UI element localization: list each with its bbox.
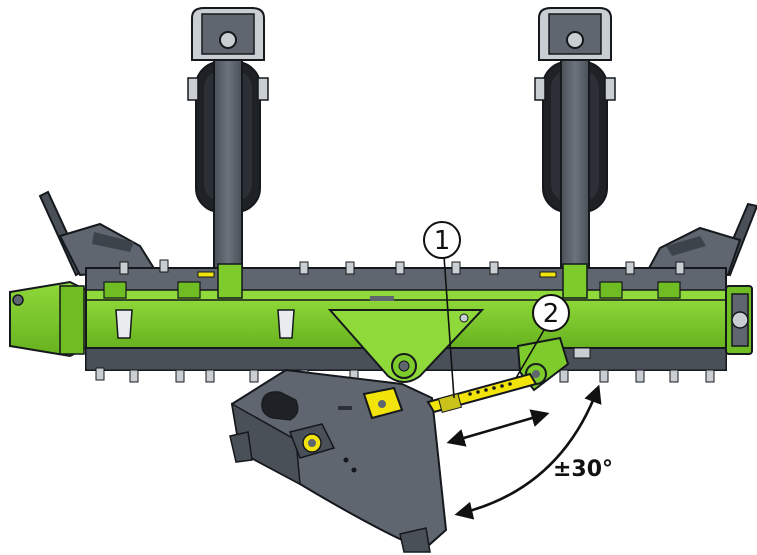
callout-2-label: 2: [543, 299, 560, 329]
swivel-angle-arrow: [454, 384, 602, 520]
callout-1-circle: [423, 221, 461, 259]
left-column-clamp: [217, 263, 243, 299]
left-wheel-hub-icon: [219, 31, 237, 49]
swivel-angle-label: ±30°: [553, 457, 613, 482]
beam-bolts: [95, 367, 715, 383]
left-wheel-assembly: [187, 7, 269, 276]
right-wheel-column: [560, 59, 590, 276]
swivel-headstock: [229, 368, 448, 553]
center-frame-slot: [277, 309, 295, 339]
right-end-hub-icon: [731, 311, 749, 329]
right-column-clamp: [562, 263, 588, 299]
callout-2: 2: [515, 294, 570, 379]
callout-2-leader: [515, 329, 545, 379]
callout-1-leader: [443, 255, 455, 399]
right-wheel-hub-icon: [566, 31, 584, 49]
right-side-deflector: [646, 202, 757, 277]
callout-1: 1: [423, 221, 461, 399]
left-side-deflector: [38, 190, 157, 277]
left-end-pin-icon: [12, 294, 24, 306]
linear-adjust-arrow: [446, 409, 550, 447]
adjustment-link: [426, 372, 538, 414]
left-frame-slot: [115, 309, 133, 339]
pivot-plate-bolt-icon: [459, 313, 469, 323]
center-pivot-plate: [327, 309, 485, 383]
beam-top-bolts: [119, 259, 685, 275]
right-wheel-assembly: [534, 7, 616, 276]
left-wheel-column: [213, 59, 243, 276]
callout-1-label: 1: [434, 226, 451, 256]
callout-2-circle: [532, 294, 570, 332]
